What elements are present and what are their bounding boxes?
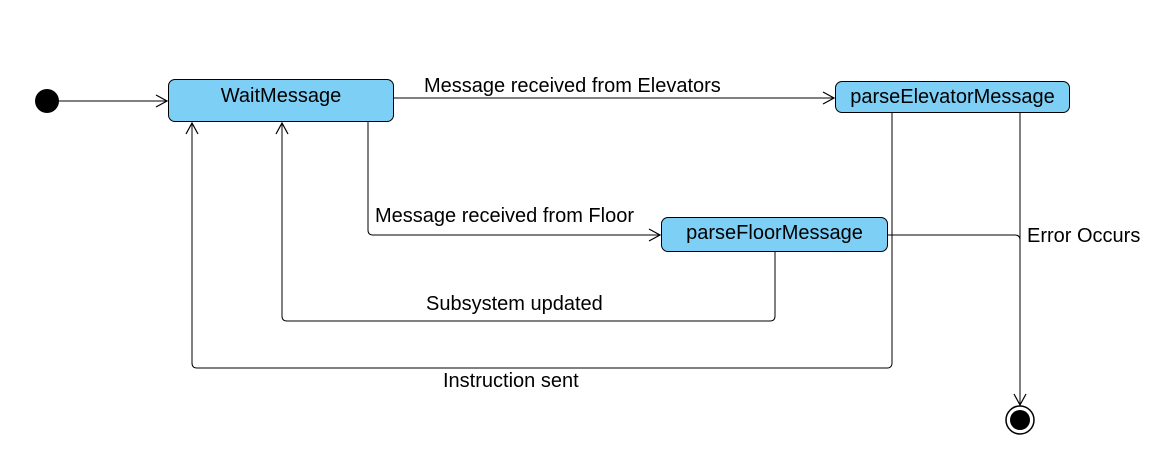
- state-wait-message: WaitMessage: [168, 79, 394, 122]
- edge-elevator-to-wait: [185, 113, 893, 369]
- final-state-dot: [1010, 410, 1030, 430]
- label-subsystem-updated: Subsystem updated: [426, 293, 603, 315]
- state-parse-elevator-message: parseElevatorMessage: [835, 81, 1070, 113]
- initial-state: [35, 89, 59, 113]
- edge-floor-error: [888, 234, 1021, 241]
- label-instruction-sent: Instruction sent: [443, 370, 579, 392]
- edge-wait-to-floor: [367, 122, 662, 242]
- state-parse-floor-message: parseFloorMessage: [661, 217, 888, 252]
- label-error-occurs: Error Occurs: [1027, 225, 1141, 247]
- label-message-from-elevators: Message received from Elevators: [424, 75, 721, 97]
- edge-floor-to-wait: [275, 121, 776, 322]
- label-message-from-floor: Message received from Floor: [375, 205, 634, 227]
